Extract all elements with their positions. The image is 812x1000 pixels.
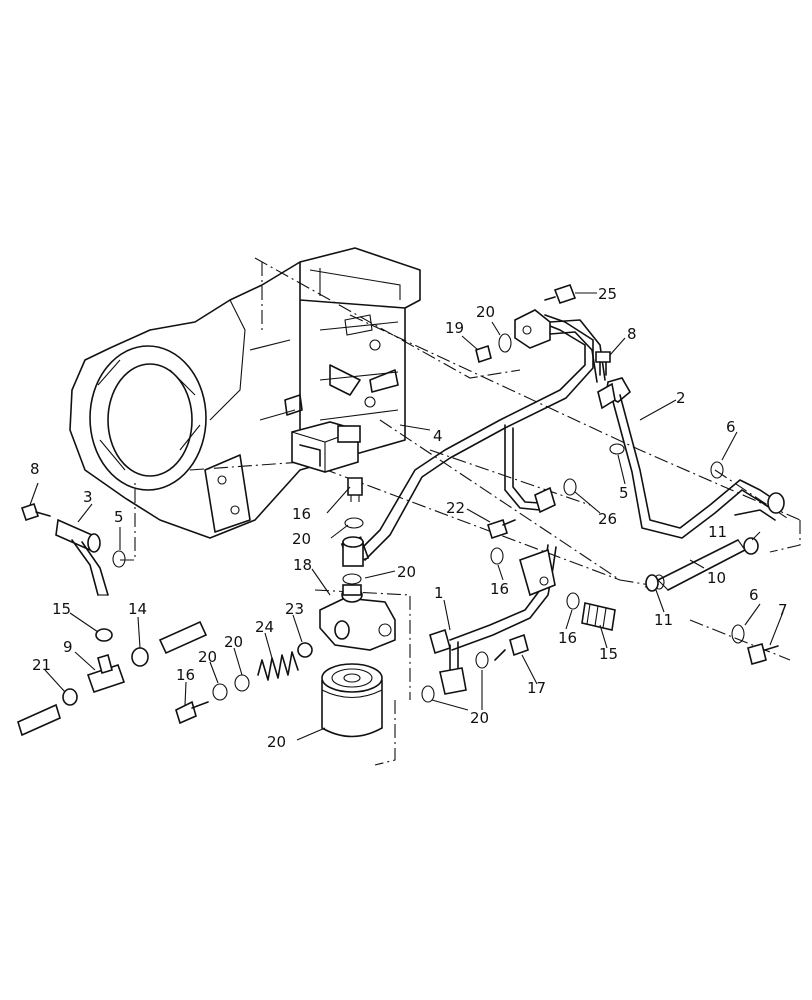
callout-19: 20 [267, 733, 286, 751]
leader-lines [29, 292, 784, 741]
callout-10: 10 [707, 569, 726, 587]
callout-7: 7 [778, 601, 788, 619]
tee-9 [86, 653, 126, 694]
callout-11: 11 [708, 523, 727, 541]
hose-10 [657, 509, 776, 591]
callout-14: 15 [599, 645, 618, 663]
ball-24 [297, 642, 313, 658]
pipe-2 [514, 309, 785, 539]
spring-25 [257, 651, 299, 681]
callout-16: 16 [292, 505, 311, 523]
callout-9: 9 [63, 638, 73, 656]
nut-13 [95, 628, 113, 642]
nut-21 [62, 688, 78, 706]
callout-24: 23 [285, 600, 304, 618]
nut-12 [131, 647, 149, 667]
oil-filter-19 [321, 663, 383, 738]
callout-3: 3 [83, 488, 93, 506]
bolts [20, 283, 779, 725]
callout-26: 26 [598, 510, 617, 528]
callout-16: 17 [527, 679, 546, 697]
callout-4: 4 [433, 427, 443, 445]
callout-2: 2 [676, 389, 686, 407]
callout-20: 20 [470, 709, 489, 727]
callout-12: 14 [128, 600, 147, 618]
transmission-housing [69, 247, 421, 539]
callout-15: 16 [490, 580, 509, 598]
callout-20: 20 [292, 530, 311, 548]
callout-20: 20 [476, 303, 495, 321]
callout-16: 16 [176, 666, 195, 684]
callout-13: 15 [52, 600, 71, 618]
callout-20: 20 [397, 563, 416, 581]
callout-18: 18 [293, 556, 312, 574]
fitting-3 [55, 518, 109, 596]
callout-25: 24 [255, 618, 274, 636]
callout-6: 6 [749, 586, 759, 604]
callout-17: 19 [445, 319, 464, 337]
callout-8: 8 [30, 460, 40, 478]
callout-8: 8 [627, 325, 637, 343]
callout-22: 22 [446, 499, 465, 517]
callout-6: 6 [726, 418, 736, 436]
tube-21 [17, 703, 61, 737]
callout-5: 5 [114, 508, 124, 526]
spacer [342, 536, 364, 567]
pipe-1 [429, 544, 557, 695]
clamps-11 [645, 537, 759, 592]
callout-labels: 25 20 19 8 2 4 6 5 26 22 16 20 20 18 1 1… [30, 285, 788, 751]
callout-21: 21 [32, 656, 51, 674]
callout-20: 20 [224, 633, 243, 651]
callout-20: 20 [198, 648, 217, 666]
callout-23: 25 [598, 285, 617, 303]
callout-11: 11 [654, 611, 673, 629]
pipe-4 [340, 314, 594, 566]
control-valve [291, 421, 361, 473]
tube-12 [158, 620, 208, 655]
filter-head-18 [319, 584, 396, 651]
callout-15: 16 [558, 629, 577, 647]
callout-5: 5 [619, 484, 629, 502]
callout-1: 1 [434, 584, 444, 602]
